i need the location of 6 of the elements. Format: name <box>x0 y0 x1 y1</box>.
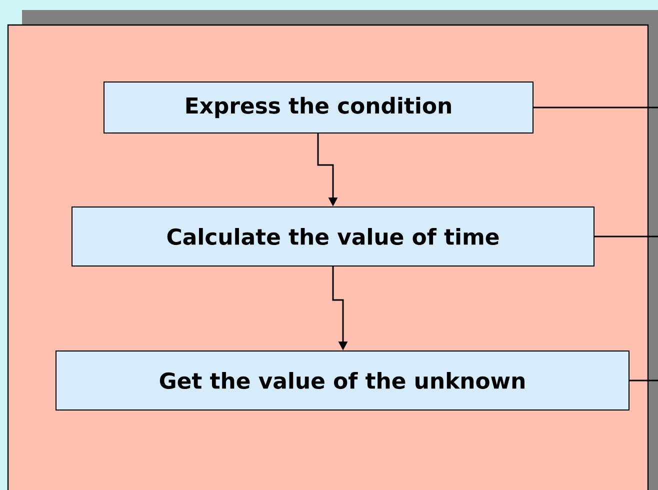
connector-line <box>534 106 658 108</box>
process-box: Get the value of the unknown <box>56 350 630 410</box>
connector-line <box>630 380 658 382</box>
process-box: Calculate the value of time <box>72 206 594 266</box>
process-box: Express the condition <box>104 81 534 134</box>
connector-line <box>594 236 658 238</box>
